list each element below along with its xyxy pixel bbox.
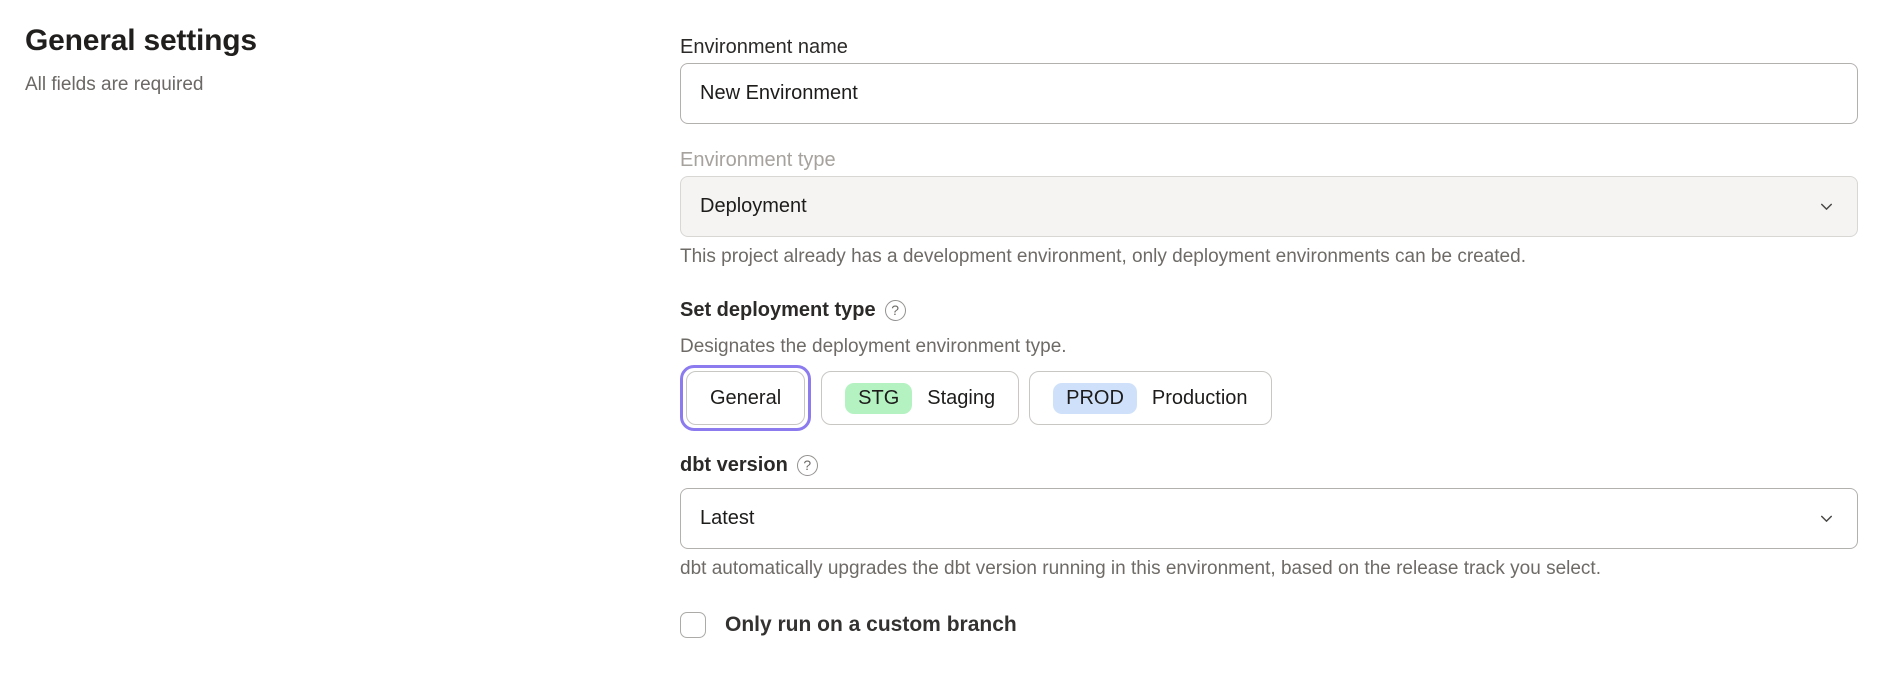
option-label: General (710, 386, 782, 409)
custom-branch-row: Only run on a custom branch (680, 612, 1858, 638)
option-label: Staging (927, 386, 996, 409)
page-subtitle: All fields are required (25, 74, 204, 95)
custom-branch-checkbox[interactable] (680, 612, 706, 638)
deployment-type-options: General STG Staging PROD Production (680, 365, 1858, 431)
environment-name-label: Environment name (680, 36, 848, 58)
environment-name-input[interactable] (680, 63, 1858, 124)
dbt-version-value: Latest (700, 507, 755, 529)
deployment-type-option-production[interactable]: PROD Production (1029, 371, 1272, 425)
page-title: General settings (25, 24, 257, 57)
deployment-type-label: Set deployment type ? (680, 299, 1858, 321)
settings-header: General settings All fields are required (25, 24, 585, 96)
environment-type-label: Environment type (680, 149, 836, 171)
deployment-type-option-general[interactable]: General (686, 371, 806, 425)
environment-type-helper: This project already has a development e… (680, 246, 1526, 267)
help-icon[interactable]: ? (796, 454, 818, 476)
dbt-version-select[interactable]: Latest (680, 488, 1858, 549)
staging-badge: STG (845, 382, 913, 414)
environment-type-select: Deployment (680, 176, 1858, 237)
selected-option-ring: General (680, 365, 812, 431)
option-label: Production (1151, 386, 1248, 409)
deployment-type-option-staging[interactable]: STG Staging (821, 371, 1020, 425)
dbt-version-helper: dbt automatically upgrades the dbt versi… (680, 558, 1601, 579)
environment-form: Environment name Environment type Deploy… (680, 36, 1858, 638)
custom-branch-label[interactable]: Only run on a custom branch (725, 613, 1017, 636)
chevron-down-icon (1818, 510, 1835, 527)
deployment-type-description: Designates the deployment environment ty… (680, 336, 1067, 357)
deployment-type-label-text: Set deployment type (680, 299, 876, 321)
production-badge: PROD (1053, 382, 1137, 414)
help-icon[interactable]: ? (884, 299, 906, 321)
dbt-version-label: dbt version ? (680, 454, 1858, 476)
environment-type-value: Deployment (700, 195, 807, 217)
chevron-down-icon (1818, 198, 1835, 215)
dbt-version-label-text: dbt version (680, 454, 788, 476)
